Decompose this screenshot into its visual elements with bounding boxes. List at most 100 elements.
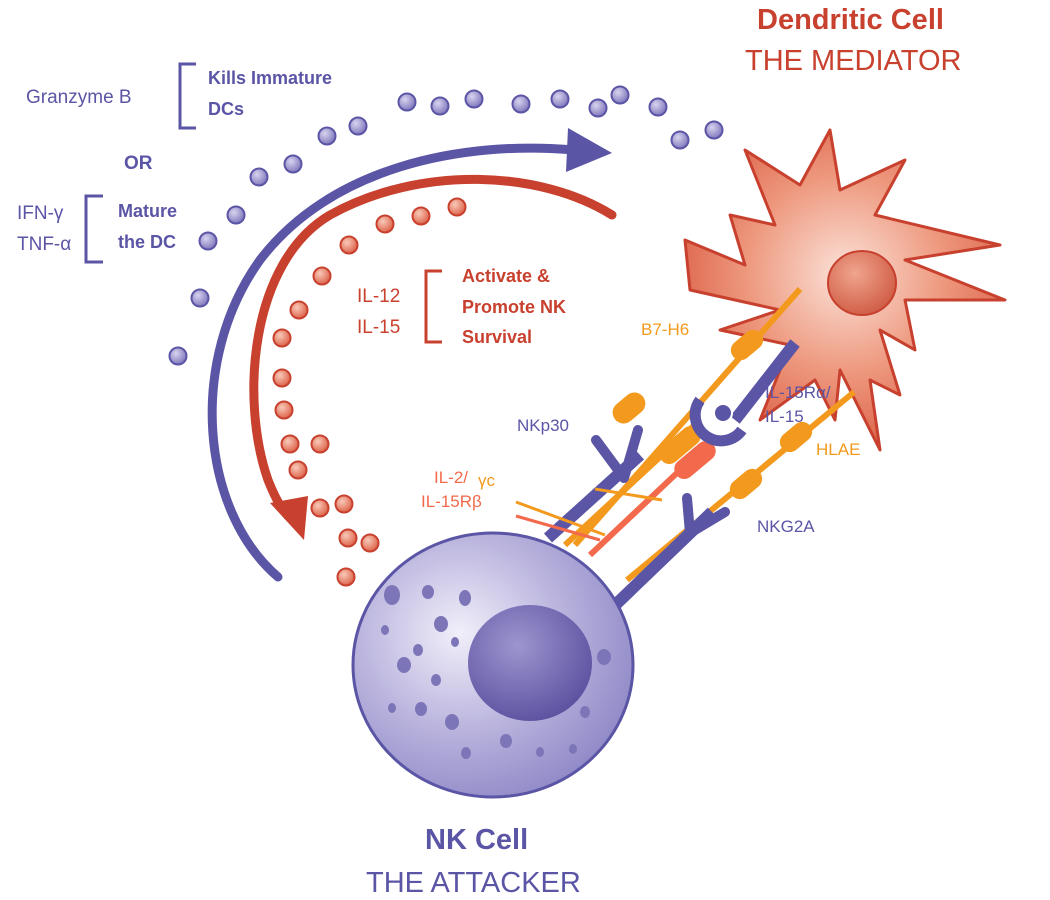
purple-granule <box>249 167 269 187</box>
nk-granule <box>422 585 434 599</box>
red-granule <box>447 197 467 217</box>
red-granule <box>334 494 354 514</box>
red-granule <box>310 498 330 518</box>
kills-bracket <box>178 62 196 130</box>
nk-cell-role: THE ATTACKER <box>366 867 581 899</box>
b7h6-capsule <box>730 329 764 361</box>
red-granule <box>411 206 431 226</box>
mature-bracket <box>84 194 103 264</box>
purple-granule <box>670 130 690 150</box>
il15ra-label-2: IL-15 <box>765 407 804 426</box>
il15ra-label-1: IL-15Rα/ <box>765 383 831 402</box>
il15-ligand <box>713 403 733 423</box>
nk-cell-title: NK Cell THE ATTACKER <box>366 824 581 899</box>
red-granule <box>289 300 309 320</box>
red-granule <box>280 434 300 454</box>
nk-cell-name: NK Cell <box>425 824 528 856</box>
nk-cell-granules <box>381 585 611 759</box>
hlae-label: HLAE <box>816 440 860 459</box>
nk-to-dc-arrow <box>207 143 580 582</box>
nk-granule <box>500 734 512 748</box>
activate-bracket <box>424 269 442 344</box>
nk-cell <box>351 531 635 799</box>
hlae-capsule-upper <box>779 421 813 453</box>
nk-granule <box>569 744 577 754</box>
purple-granule <box>610 85 630 105</box>
purple-granule <box>550 89 570 109</box>
dendritic-cell-name: Dendritic Cell <box>757 4 944 36</box>
purple-granule <box>704 120 724 140</box>
mature-line-2: the DC <box>118 232 176 252</box>
purple-granule <box>198 231 218 251</box>
red-granule <box>375 214 395 234</box>
red-granule <box>272 328 292 348</box>
nk-granule <box>536 747 544 757</box>
red-granule <box>336 567 356 587</box>
activate-line-1: Activate & <box>462 266 550 286</box>
purple-granule <box>168 346 188 366</box>
hlae-capsule-lower <box>729 468 763 500</box>
tnf-label: TNF-α <box>17 234 71 255</box>
nkp30-label: NKp30 <box>517 416 569 435</box>
il12-label: IL-12 <box>357 286 400 307</box>
dendritic-cell-nucleus <box>827 250 897 316</box>
granzyme-label: Granzyme B <box>26 87 132 108</box>
nk-granule <box>381 625 389 635</box>
red-granule <box>312 266 332 286</box>
purple-granule <box>464 89 484 109</box>
b7h6-label: B7-H6 <box>641 320 689 339</box>
nk-granule <box>397 657 411 673</box>
red-granule <box>338 528 358 548</box>
nkg2a-receptor <box>682 493 730 538</box>
purple-granule <box>317 126 337 146</box>
red-granule <box>274 400 294 420</box>
mature-line-1: Mature <box>118 201 177 221</box>
or-label: OR <box>124 153 153 174</box>
nkp30-receptor <box>591 425 643 483</box>
nk-cell-nucleus <box>468 605 592 721</box>
dendritic-cell <box>683 128 1007 452</box>
dc-to-nk-arrow <box>249 174 617 523</box>
red-granule <box>310 434 330 454</box>
red-granule <box>272 368 292 388</box>
nk-granule <box>384 585 400 605</box>
b7h6-capsule-lower <box>612 392 646 424</box>
il2-receptor-capsule <box>674 441 716 479</box>
purple-granule <box>588 98 608 118</box>
dendritic-cell-role: THE MEDIATOR <box>745 45 961 77</box>
cytokine-granules-red <box>272 197 467 587</box>
purple-granule <box>430 96 450 116</box>
gamma-c-label: γc <box>478 471 496 490</box>
nk-granule <box>413 644 423 656</box>
nk-granule <box>451 637 459 647</box>
kills-line-2: DCs <box>208 99 244 119</box>
nk-effects-legend: Granzyme B Kills Immature DCs OR IFN-γ T… <box>17 62 332 264</box>
purple-granule <box>648 97 668 117</box>
purple-granule <box>190 288 210 308</box>
nk-granule <box>580 706 590 718</box>
receptor-capsules <box>591 329 813 538</box>
nk-granule <box>597 649 611 665</box>
il15ra-cup <box>689 396 747 447</box>
il2-label-1: IL-2/ <box>434 468 468 487</box>
purple-granule <box>348 116 368 136</box>
dc-effects-legend: IL-12 IL-15 Activate & Promote NK Surviv… <box>357 266 566 347</box>
dendritic-cell-title: Dendritic Cell THE MEDIATOR <box>745 4 961 77</box>
il15-label: IL-15 <box>357 317 400 338</box>
cytokine-granules-purple <box>168 85 724 366</box>
nk-granule <box>415 702 427 716</box>
nk-granule <box>434 616 448 632</box>
nk-granule <box>459 590 471 606</box>
kills-line-1: Kills Immature <box>208 68 332 88</box>
gamma-c-capsule <box>659 426 701 464</box>
nk-granule <box>431 674 441 686</box>
activate-line-2: Promote NK <box>462 297 566 317</box>
nk-granule <box>445 714 459 730</box>
red-granule <box>339 235 359 255</box>
receptor-labels: B7-H6 NKp30 IL-15Rα/ IL-15 HLAE NKG2A γc… <box>421 320 860 536</box>
nkg2a-label: NKG2A <box>757 517 815 536</box>
red-granule <box>288 460 308 480</box>
il2-label-2: IL-15Rβ <box>421 492 482 511</box>
purple-granule <box>283 154 303 174</box>
